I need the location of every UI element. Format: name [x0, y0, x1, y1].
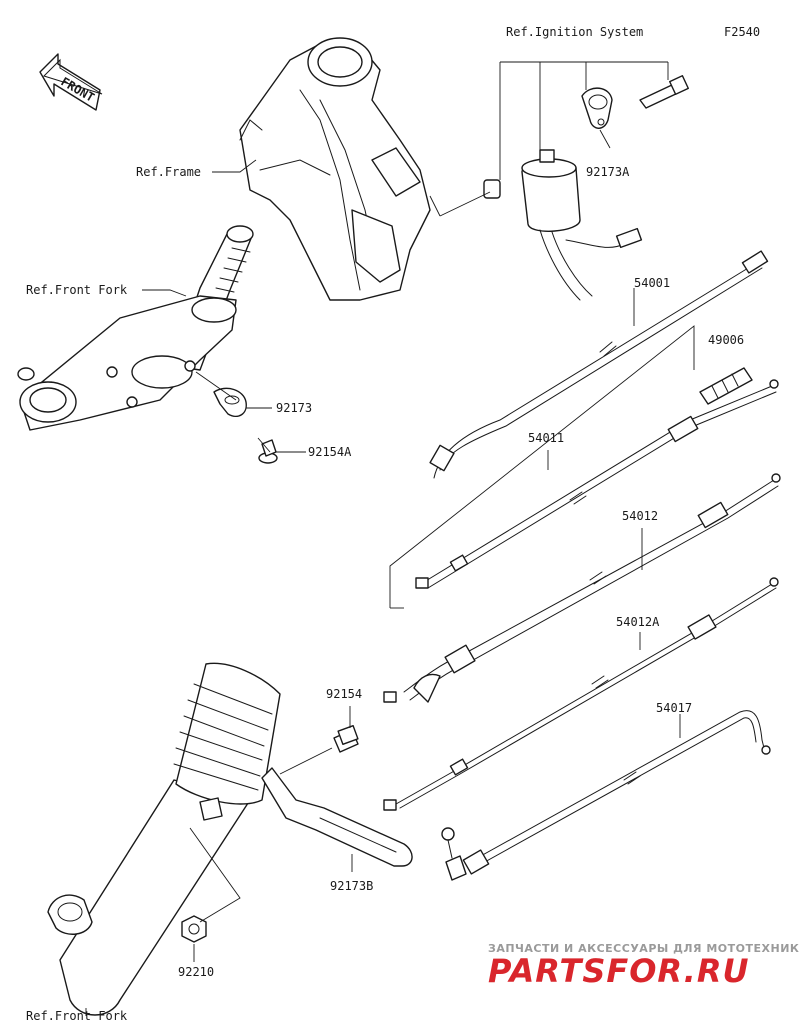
ref-front-fork-bottom-label: Ref.Front Fork	[26, 1009, 128, 1023]
part-92173a-bracket	[581, 87, 613, 129]
part-92210-nut	[181, 915, 207, 943]
ref-ignition-label: Ref.Ignition System	[506, 25, 643, 39]
part-92173b-bracket	[261, 767, 413, 867]
front-arrow-icon: FRONT	[39, 53, 103, 111]
cable-54012	[383, 473, 781, 703]
leader-lower	[85, 706, 353, 1016]
label-54012a: 54012A	[616, 615, 660, 629]
watermark-tagline: ЗАПЧАСТИ И АКСЕССУАРЫ ДЛЯ МОТОТЕХНИКИ	[488, 942, 800, 955]
ref-front-fork-top-label: Ref.Front Fork	[26, 283, 128, 297]
part-92173-clamp	[213, 387, 247, 418]
label-54012: 54012	[622, 509, 658, 523]
watermark-brand: PARTSFOR.RU	[488, 952, 749, 990]
cable-group-54011-box	[389, 325, 695, 609]
label-49006: 49006	[708, 333, 744, 347]
ref-frame-label: Ref.Frame	[136, 165, 201, 179]
label-92173a: 92173A	[586, 165, 630, 179]
ignition-collar	[483, 179, 501, 199]
leader-ignition-link	[429, 129, 611, 217]
part-92154a-bolt	[258, 439, 278, 464]
label-92173: 92173	[276, 401, 312, 415]
watermark: ЗАПЧАСТИ И АКСЕССУАРЫ ДЛЯ МОТОТЕХНИКИ PA…	[488, 942, 800, 990]
front-fork-lower	[47, 662, 281, 1016]
ignition-switch	[521, 149, 643, 301]
ignition-bolt	[639, 74, 690, 109]
part-49006-boot	[699, 367, 753, 405]
triple-clamp	[17, 295, 237, 431]
cable-54001	[429, 250, 769, 479]
label-92173b: 92173B	[330, 879, 373, 893]
cable-54011	[415, 379, 779, 589]
label-92154a: 92154A	[308, 445, 352, 459]
label-54001: 54001	[634, 276, 670, 290]
leader-ref-frame	[212, 159, 257, 173]
leader-ignition	[499, 61, 669, 180]
leader-92173	[195, 371, 306, 453]
leader-ref-fork-top	[142, 289, 187, 297]
cable-54012a	[383, 577, 779, 811]
label-54011: 54011	[528, 431, 564, 445]
frame-head	[239, 37, 431, 301]
part-92154-bolt	[333, 724, 359, 753]
label-92154: 92154	[326, 687, 362, 701]
label-54017: 54017	[656, 701, 692, 715]
label-92210: 92210	[178, 965, 214, 979]
diagram-code: F2540	[724, 25, 760, 39]
cable-54017	[441, 710, 771, 881]
